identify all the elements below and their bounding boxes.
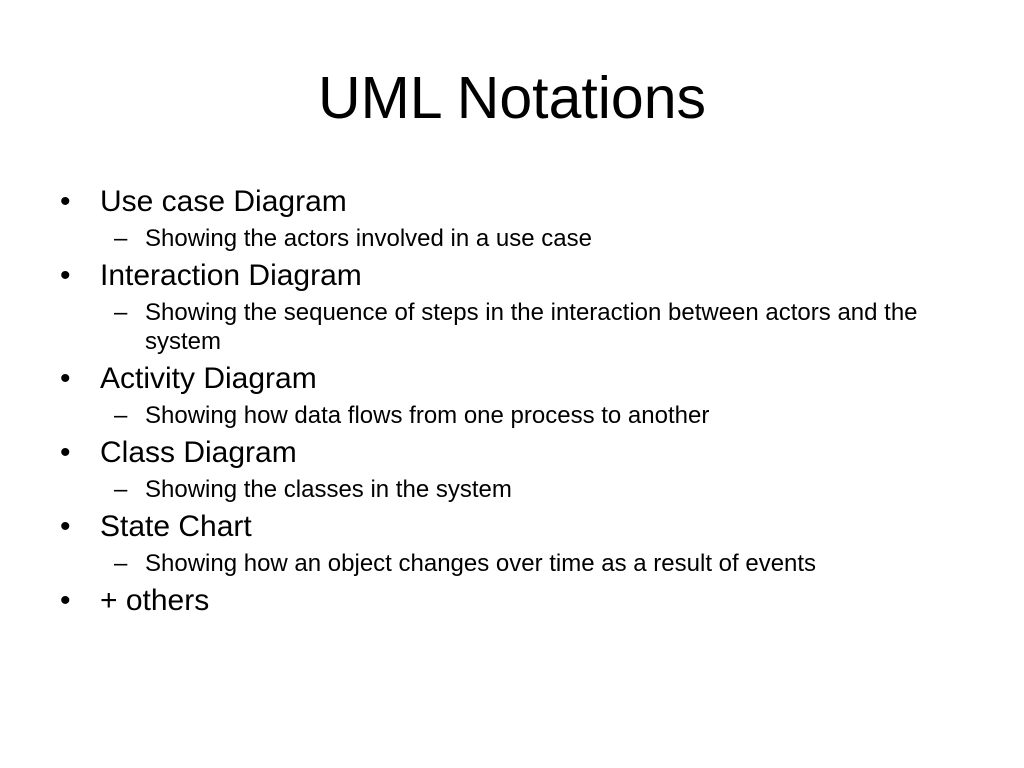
dash-icon: – — [114, 299, 128, 326]
bullet-icon: • — [60, 259, 71, 292]
sub-bullet-text: Showing how data flows from one process … — [145, 402, 710, 429]
bullet-item-others: • + others — [58, 582, 978, 620]
bullet-label: Activity Diagram — [100, 362, 317, 395]
sub-bullet-item: – Showing the classes in the system — [100, 475, 978, 504]
dash-icon: – — [114, 476, 128, 503]
bullet-icon: • — [60, 584, 71, 617]
sub-bullet-list: – Showing how an object changes over tim… — [100, 549, 978, 578]
bullet-list: • Use case Diagram – Showing the actors … — [58, 183, 978, 622]
bullet-icon: • — [60, 185, 71, 218]
sub-bullet-text: Showing the actors involved in a use cas… — [145, 225, 592, 252]
sub-bullet-list: – Showing how data flows from one proces… — [100, 401, 978, 430]
bullet-label: Class Diagram — [100, 436, 297, 469]
dash-icon: – — [114, 402, 128, 429]
slide-title: UML Notations — [317, 65, 707, 131]
bullet-item-class: • Class Diagram – Showing the classes in… — [58, 434, 978, 504]
sub-bullet-item: – Showing how data flows from one proces… — [100, 401, 978, 430]
dash-icon: – — [114, 550, 128, 577]
sub-bullet-item: – Showing how an object changes over tim… — [100, 549, 978, 578]
dash-icon: – — [114, 225, 128, 252]
bullet-item-interaction: • Interaction Diagram – Showing the sequ… — [58, 257, 978, 356]
bullet-label: + others — [100, 584, 210, 617]
bullet-item-state-chart: • State Chart – Showing how an object ch… — [58, 508, 978, 578]
bullet-label: State Chart — [100, 510, 252, 543]
sub-bullet-text: Showing the classes in the system — [145, 476, 512, 503]
sub-bullet-item: – Showing the actors involved in a use c… — [100, 224, 978, 253]
bullet-icon: • — [60, 510, 71, 543]
bullet-icon: • — [60, 362, 71, 395]
bullet-label: Use case Diagram — [100, 185, 347, 218]
bullet-icon: • — [60, 436, 71, 469]
sub-bullet-text: Showing how an object changes over time … — [145, 550, 817, 577]
sub-bullet-list: – Showing the classes in the system — [100, 475, 978, 504]
bullet-item-use-case: • Use case Diagram – Showing the actors … — [58, 183, 978, 253]
sub-bullet-list: – Showing the actors involved in a use c… — [100, 224, 978, 253]
sub-bullet-text: Showing the sequence of steps in the int… — [145, 299, 918, 355]
sub-bullet-item: – Showing the sequence of steps in the i… — [100, 298, 978, 356]
bullet-item-activity: • Activity Diagram – Showing how data fl… — [58, 360, 978, 430]
sub-bullet-list: – Showing the sequence of steps in the i… — [100, 298, 978, 356]
bullet-label: Interaction Diagram — [100, 259, 362, 292]
